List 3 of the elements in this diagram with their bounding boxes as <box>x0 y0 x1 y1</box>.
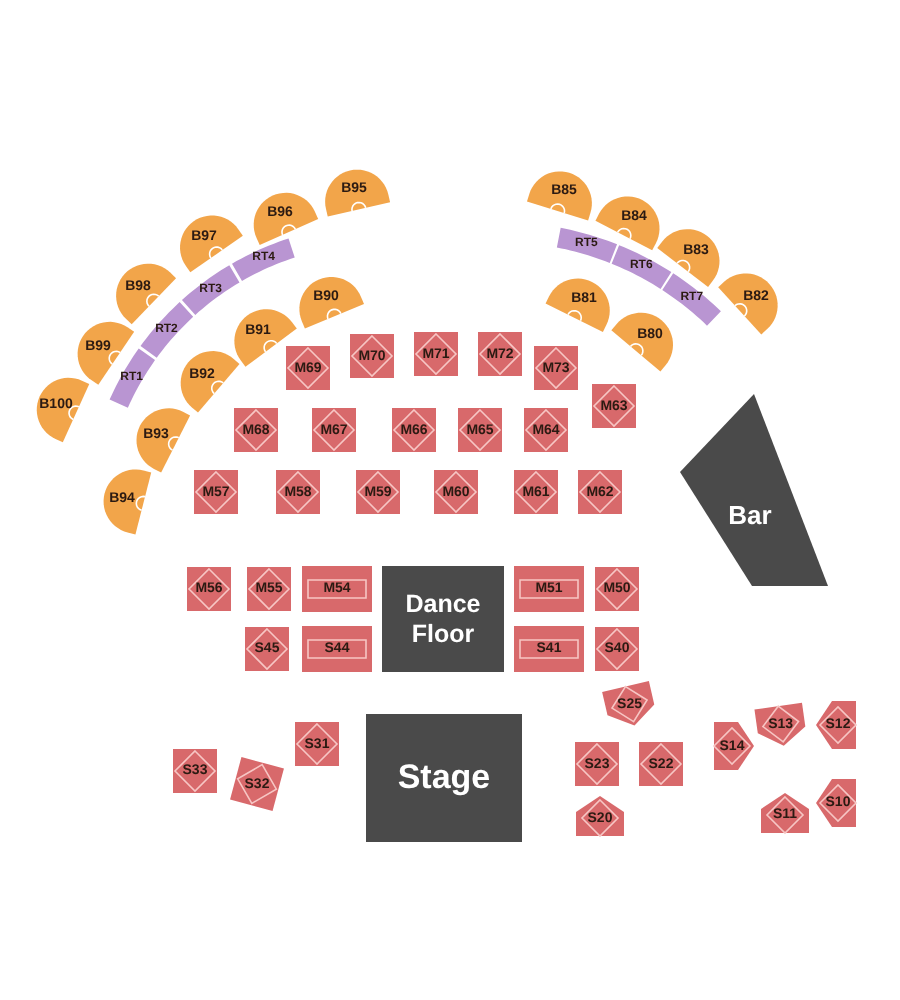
stage: Stage <box>366 714 522 842</box>
bar-area: Bar <box>680 394 828 586</box>
dance-floor: Dance Floor <box>382 566 504 672</box>
